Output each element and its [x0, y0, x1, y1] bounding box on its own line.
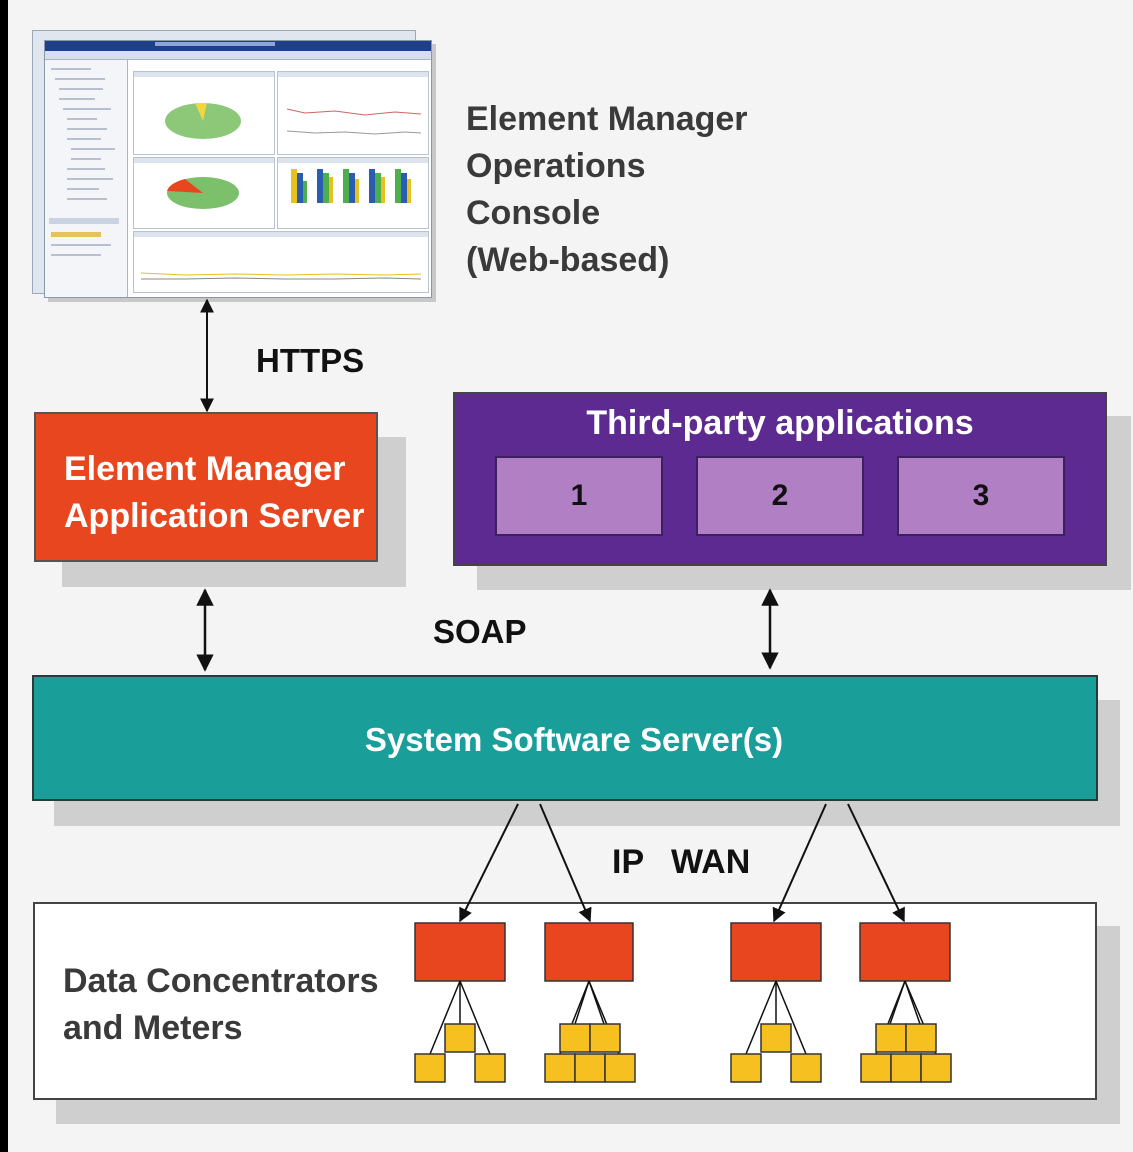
wan-arrow-3: [772, 803, 827, 923]
system-software-server-label: System Software Server(s): [364, 721, 784, 758]
console-label: Element Manager Operations Console (Web-…: [466, 96, 748, 284]
console-toolbar: [45, 51, 431, 60]
data-concentrators-label: Data Concentrators and Meters: [63, 958, 379, 1052]
console-trend-panel: [133, 231, 429, 293]
element-manager-server-label: Element Manager Application Server: [64, 446, 364, 540]
https-label: HTTPS: [256, 342, 365, 379]
console-label-line-2: Operations: [466, 147, 646, 185]
concentrator-4: [859, 922, 951, 1055]
third-party-title: Third-party applications: [586, 404, 974, 442]
soap-label: SOAP: [433, 613, 527, 650]
wan-arrow-2: [539, 803, 592, 923]
meter-group-3: [730, 1023, 822, 1083]
wan-arrow-4: [847, 803, 905, 923]
meter-group-2: [544, 1023, 636, 1083]
console-label-line-4: (Web-based): [466, 241, 670, 279]
ip-wan-label: IP WAN: [612, 843, 751, 881]
console-screenshot: [44, 40, 432, 298]
element-manager-server-label-line-1: Element Manager: [64, 450, 346, 488]
console-charts: [140, 103, 422, 280]
data-concentrators-label-line-1: Data Concentrators: [63, 962, 379, 1000]
meter-group-1: [414, 1023, 506, 1083]
third-party-applications: Third-party applications 1 2 3: [453, 392, 1107, 566]
element-manager-application-server: Element Manager Application Server: [34, 412, 378, 562]
concentrator-3: [730, 922, 822, 1055]
console-label-line-3: Console: [466, 194, 601, 232]
third-party-app-2: 2: [696, 456, 864, 536]
meter-group-4: [860, 1023, 952, 1083]
console-sidebar: [45, 60, 128, 297]
concentrator-2: [544, 922, 634, 1055]
third-party-app-3: 3: [897, 456, 1065, 536]
concentrator-1: [414, 922, 506, 1055]
third-party-app-1: 1: [495, 456, 663, 536]
wan-arrow-1: [459, 803, 519, 923]
data-concentrators-label-line-2: and Meters: [63, 1009, 243, 1047]
console-titlebar: [45, 41, 431, 51]
element-manager-server-label-line-2: Application Server: [64, 497, 365, 535]
console-label-line-1: Element Manager: [466, 100, 748, 138]
system-software-server: System Software Server(s): [32, 675, 1098, 801]
